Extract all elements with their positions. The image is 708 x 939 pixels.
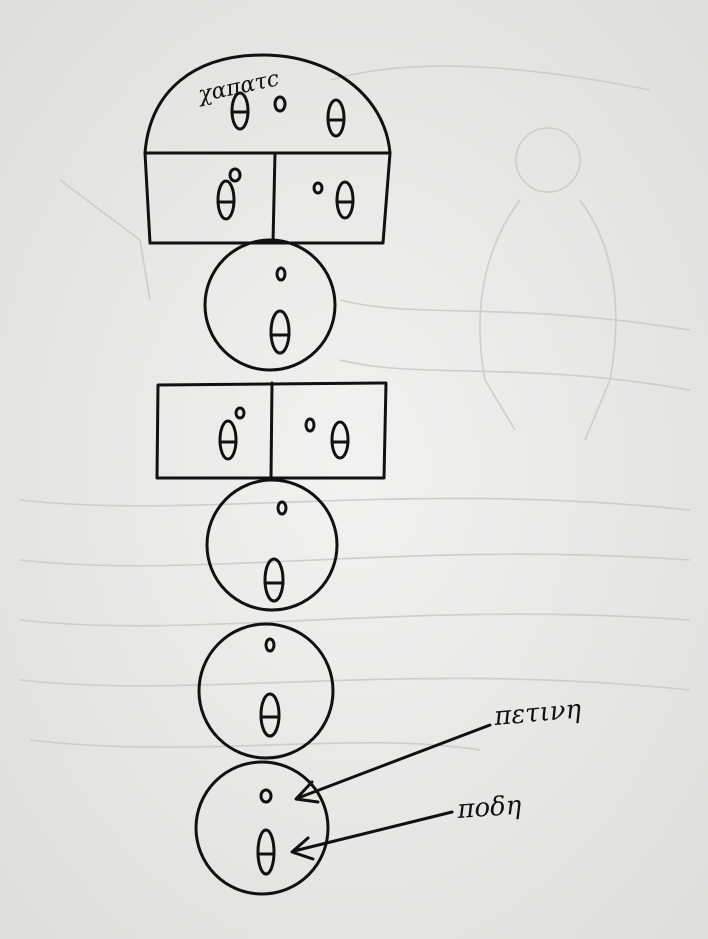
double-box-middle-divider	[271, 383, 272, 478]
foot-label: ποδη	[455, 791, 522, 825]
double-box-top-divider	[273, 153, 275, 243]
